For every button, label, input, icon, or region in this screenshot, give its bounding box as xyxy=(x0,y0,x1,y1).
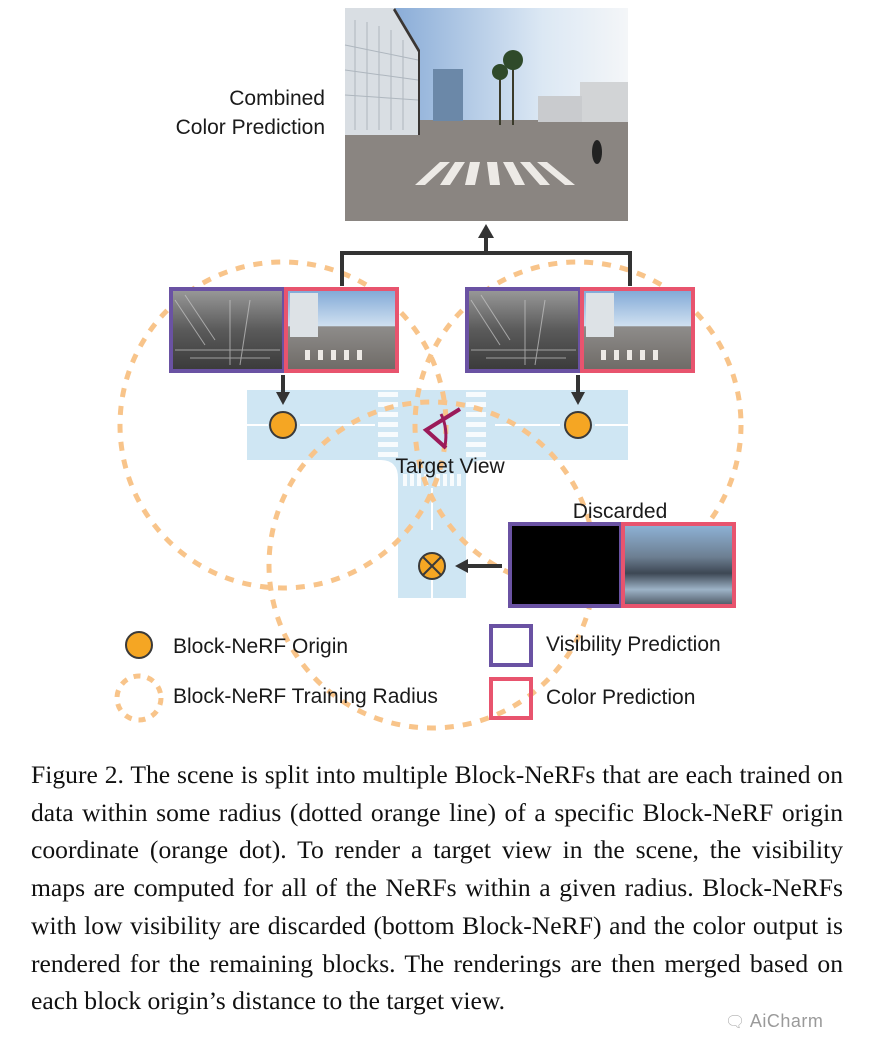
legend-item-color: Color Prediction xyxy=(489,677,695,720)
legend-item-origin: Block-NeRF Origin xyxy=(125,631,348,659)
arrow-up-icon xyxy=(478,224,494,238)
legend-item-visibility: Visibility Prediction xyxy=(489,624,721,667)
discarded-visibility-prediction xyxy=(508,522,623,608)
left-visibility-prediction xyxy=(169,287,286,373)
svg-text:Visibility Prediction: Visibility Prediction xyxy=(546,633,721,656)
combined-label-line2: Color Prediction xyxy=(175,116,325,139)
discarded-label: Discarded xyxy=(573,500,668,523)
block-nerf-figure: Target View Discarded Block-NeRF Origin … xyxy=(114,8,744,731)
watermark: 🗨AiCharm xyxy=(725,1011,823,1032)
target-view-label: Target View xyxy=(395,455,505,478)
right-visibility-prediction xyxy=(465,287,582,373)
left-block-predictions xyxy=(169,287,399,373)
orange-dot-icon xyxy=(125,631,153,659)
block-origin-left xyxy=(269,411,297,439)
discarded-color-prediction xyxy=(621,522,736,608)
svg-text:Block-NeRF Origin: Block-NeRF Origin xyxy=(173,635,348,658)
chat-bubble-icon: 🗨 xyxy=(725,1014,746,1031)
block-origin-right xyxy=(564,411,592,439)
figure-caption: Figure 2. The scene is split into multip… xyxy=(31,760,843,1016)
arrow-left-icon xyxy=(455,559,502,573)
combined-label-line1: Combined xyxy=(229,87,325,110)
dotted-circle-icon xyxy=(114,673,164,723)
arrow-down-icon xyxy=(276,375,290,405)
purple-square-icon xyxy=(489,624,533,667)
combined-color-prediction-label: Combined Color Prediction xyxy=(120,84,325,142)
right-block-predictions xyxy=(465,287,695,373)
legend: Block-NeRF Origin Block-NeRF Training Ra… xyxy=(114,624,721,723)
watermark-text: AiCharm xyxy=(749,1011,824,1031)
block-origin-bottom-discarded xyxy=(418,552,446,580)
legend-item-training-radius: Block-NeRF Training Radius xyxy=(114,673,438,723)
crosswalk xyxy=(378,392,486,486)
svg-text:Color Prediction: Color Prediction xyxy=(546,686,695,709)
pink-square-icon xyxy=(489,677,533,720)
combined-color-prediction-image xyxy=(344,8,628,221)
svg-text:Block-NeRF Training Radius: Block-NeRF Training Radius xyxy=(173,685,438,708)
target-view-icon xyxy=(422,407,462,450)
arrow-down-icon xyxy=(571,375,585,405)
